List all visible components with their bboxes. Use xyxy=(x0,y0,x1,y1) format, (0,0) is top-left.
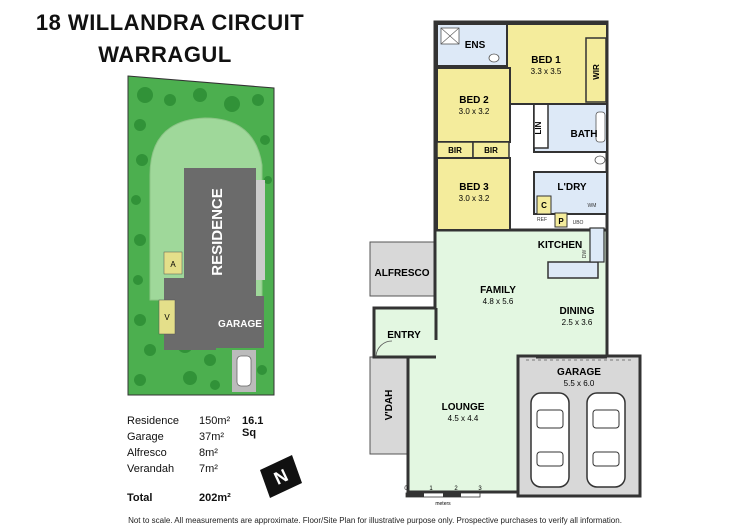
site-garage-label: GARAGE xyxy=(218,319,262,330)
scale-unit: meters xyxy=(435,501,451,507)
bed1-size: 3.3 x 3.5 xyxy=(531,67,562,76)
car-icon xyxy=(530,392,570,488)
family-label: FAMILY xyxy=(480,285,516,296)
scale-bar: 0 1 2 3 meters xyxy=(404,486,482,507)
kitchen-bench xyxy=(589,227,605,263)
verandah-label: V'DAH xyxy=(384,390,395,421)
dw-label: DW xyxy=(582,250,588,259)
scale-tick: 3 xyxy=(478,486,482,492)
site-alfresco-tag: A xyxy=(170,260,176,269)
bed3-size: 3.0 x 3.2 xyxy=(459,194,490,203)
bed2-size: 3.0 x 3.2 xyxy=(459,107,490,116)
bed2-label: BED 2 xyxy=(459,95,489,106)
bir1-label: BIR xyxy=(448,146,462,155)
area-value: 150m² xyxy=(199,415,231,427)
residence-roof xyxy=(164,168,256,350)
disclaimer: Not to scale. All measurements are appro… xyxy=(128,516,622,525)
alfresco-label: ALFRESCO xyxy=(375,268,430,279)
wir-label: WIR xyxy=(592,64,601,80)
cupboard-c-label: C xyxy=(541,201,547,210)
laundry-label: L'DRY xyxy=(557,182,587,193)
kitchen-label: KITCHEN xyxy=(538,240,582,251)
pantry-label: P xyxy=(558,217,564,226)
area-extra: 16.1 Sq xyxy=(242,415,264,439)
bed3-label: BED 3 xyxy=(459,182,489,193)
wir-room xyxy=(585,37,607,103)
area-label: Alfresco xyxy=(127,447,167,459)
alfresco-block xyxy=(163,251,183,275)
area-label: Residence xyxy=(127,415,179,427)
total-value: 202m² xyxy=(199,492,231,504)
site-verandah-tag: V xyxy=(164,313,170,322)
wm-label: WM xyxy=(588,203,597,209)
area-value: 37m² xyxy=(199,431,225,443)
north-compass-icon: N xyxy=(260,455,302,498)
ens-label: ENS xyxy=(465,40,486,51)
scale-tick: 0 xyxy=(404,486,408,492)
ubo-label: UBO xyxy=(573,220,584,226)
site-plan: RESIDENCE GARAGE A V xyxy=(127,75,275,396)
total-label: Total xyxy=(127,492,153,504)
site-residence-label: RESIDENCE xyxy=(209,188,226,276)
lounge-label: LOUNGE xyxy=(442,402,485,413)
garage-size: 5.5 x 6.0 xyxy=(564,379,595,388)
suburb-title: WARRAGUL xyxy=(98,42,232,67)
bath-label: BATH xyxy=(570,129,597,140)
kitchen-island xyxy=(547,261,599,279)
pantry-p xyxy=(554,212,568,228)
car-icon xyxy=(236,355,252,387)
dining-size: 2.5 x 3.6 xyxy=(562,318,593,327)
bir2-label: BIR xyxy=(484,146,498,155)
area-label: Garage xyxy=(127,431,164,443)
lounge-size: 4.5 x 4.4 xyxy=(448,414,479,423)
alfresco-area xyxy=(369,241,435,297)
family-size: 4.8 x 5.6 xyxy=(483,297,514,306)
living-zone xyxy=(372,228,609,494)
address-title: 18 WILLANDRA CIRCUIT xyxy=(35,10,305,35)
car-icon xyxy=(586,392,626,488)
bed1-label: BED 1 xyxy=(531,55,561,66)
ref-label: REF xyxy=(537,217,547,223)
area-label: Verandah xyxy=(127,463,175,475)
garage-roof xyxy=(216,296,264,348)
linen-label: LIN xyxy=(534,121,543,134)
garage-label: GARAGE xyxy=(557,367,601,378)
bed2-room xyxy=(436,67,511,143)
scale-tick: 1 xyxy=(429,486,433,492)
dining-label: DINING xyxy=(560,306,595,317)
area-value: 8m² xyxy=(199,447,218,459)
entry-label: ENTRY xyxy=(387,330,421,341)
bed3-room xyxy=(436,157,511,231)
area-value: 7m² xyxy=(199,463,218,475)
scale-tick: 2 xyxy=(454,486,458,492)
side-path xyxy=(256,180,265,280)
floor-plan: ENS BED 1 BED 2 BATH BED 3 L'DRY KITCHEN… xyxy=(369,20,642,498)
verandah-block xyxy=(158,299,176,335)
cupboard-c xyxy=(536,195,552,215)
